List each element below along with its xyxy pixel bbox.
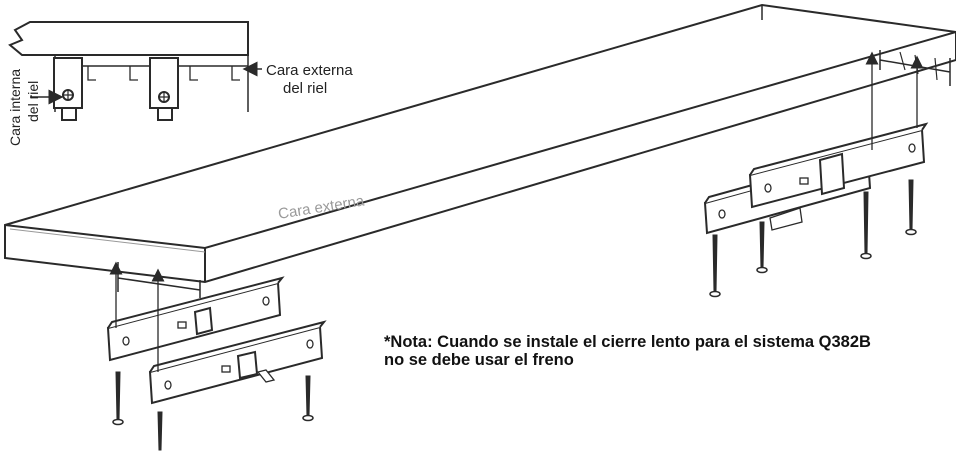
right-mount-arrows: [865, 51, 924, 150]
note-line-2: no se debe usar el freno: [384, 351, 574, 369]
rail-cross-section-inset: [8, 21, 262, 121]
left-trolley-upper: [106, 276, 285, 362]
right-screws: [709, 179, 917, 298]
inset-inner-face-label: Cara interna: [7, 68, 23, 146]
inset-outer-face-label-2: del riel: [283, 80, 328, 97]
right-trolley-upper: [748, 122, 929, 209]
inset-outer-face-label: Cara externa: [266, 62, 353, 79]
door-top-board: [4, 3, 956, 284]
left-trolley-lower: [148, 320, 327, 405]
left-mount-arrows: [109, 261, 165, 372]
installation-note: *Nota: Cuando se instale el cierre lento…: [384, 333, 871, 369]
left-screws: [112, 371, 314, 451]
note-line-1: *Nota: Cuando se instale el cierre lento…: [384, 333, 871, 351]
inset-inner-face-label-2: del riel: [25, 80, 41, 122]
